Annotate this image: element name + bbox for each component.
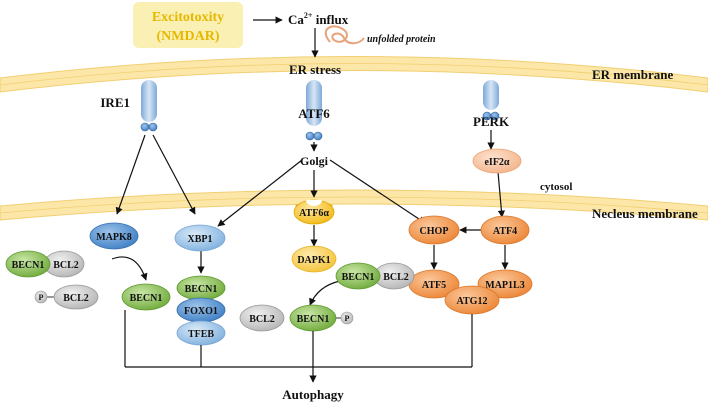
atg12-label: ATG12 — [457, 296, 488, 307]
becn1-complex-left-node — [5, 250, 51, 278]
er-membrane — [0, 56, 708, 93]
bcl2-free-mid-label: BCL2 — [249, 314, 275, 325]
trigger-line2: (NMDAR) — [157, 29, 220, 44]
bcl2-complex-mid-label: BCL2 — [383, 272, 409, 283]
nucleus-membrane — [0, 189, 708, 221]
cytosol-label: cytosol — [540, 181, 572, 193]
er-membrane-label: ER membrane — [592, 67, 673, 82]
foxo1-label: FOXO1 — [184, 306, 218, 317]
chop-label: CHOP — [420, 226, 449, 237]
autophagy-label: Autophagy — [282, 387, 344, 402]
excitotoxicity-box — [133, 2, 243, 48]
arrow-ire1-to-xbp1 — [152, 134, 196, 215]
becn1-xbp-label: BECN1 — [185, 284, 218, 295]
dapk1-label: DAPK1 — [297, 255, 330, 266]
mapk8-node — [89, 222, 139, 250]
eif2a-label: eIF2α — [484, 157, 509, 168]
bcl2-free-mid-node — [239, 304, 285, 332]
perk-receptor-icon — [482, 80, 500, 121]
arrow-eif2a-to-atf4 — [497, 171, 506, 218]
dapk1-node — [291, 245, 337, 273]
atf6a-label: ATF6α — [299, 208, 329, 219]
atf4-label: ATF4 — [493, 226, 517, 237]
arrow-complex-to-becn1-mid — [309, 280, 341, 306]
arrow-golgi-to-xbp1 — [217, 159, 303, 227]
calcium-influx-label: Ca2+ influx — [288, 11, 349, 27]
calcium-sup: 2+ — [304, 11, 313, 20]
bcl2-free-left-label: BCL2 — [63, 293, 89, 304]
p-mid-node — [340, 311, 354, 325]
atf6a-notch — [306, 200, 322, 206]
unfolded-protein-label: unfolded protein — [367, 34, 436, 45]
calcium-base: Ca — [288, 12, 304, 27]
arrow-complex-to-becn1-left — [111, 256, 148, 281]
becn1-left-node — [121, 283, 171, 311]
bcl2-complex-left-label: BCL2 — [53, 260, 79, 271]
arrow-ire1-to-mapk8 — [115, 134, 146, 215]
tfeb-label: TFEB — [188, 329, 214, 340]
p-left-node — [34, 290, 48, 304]
arrow-golgi-to-chop — [329, 159, 426, 224]
eif2a-node — [472, 148, 522, 174]
becn1-complex-left-label: BECN1 — [12, 260, 45, 271]
becn1-complex-mid-node — [335, 262, 381, 290]
ire1-receptor-icon — [140, 80, 158, 132]
calcium-suffix: influx — [312, 12, 348, 27]
mapk8-label: MAPK8 — [96, 232, 132, 243]
bcl2-free-left-node — [53, 284, 99, 310]
trigger-line1: Excitotoxity — [152, 10, 224, 25]
nucleus-membrane-inner-line — [0, 196, 708, 214]
golgi-label: Golgi — [300, 154, 329, 168]
atf4-node — [480, 215, 530, 245]
atf6-receptor-icon — [305, 80, 323, 141]
chop-node — [408, 215, 460, 245]
atf5-label: ATF5 — [422, 280, 446, 291]
unfolded-protein-icon — [324, 25, 365, 45]
map1l3-label: MAP1L3 — [485, 280, 524, 291]
p-left-label: P — [39, 293, 44, 302]
becn1-left-label: BECN1 — [130, 293, 163, 304]
er-stress-label: ER stress — [289, 62, 341, 77]
p-mid-label: P — [345, 314, 350, 323]
becn1-complex-mid-label: BECN1 — [342, 272, 375, 283]
ire1-label: IRE1 — [100, 95, 130, 110]
nucleus-membrane-label: Necleus membrane — [592, 206, 698, 221]
er-membrane-inner-line — [0, 63, 708, 86]
xbp1-node — [174, 224, 226, 252]
becn1-mid-label: BECN1 — [297, 314, 330, 325]
perk-label: PERK — [473, 114, 510, 129]
atf6-label: ATF6 — [298, 106, 330, 121]
xbp1-label: XBP1 — [188, 234, 213, 245]
